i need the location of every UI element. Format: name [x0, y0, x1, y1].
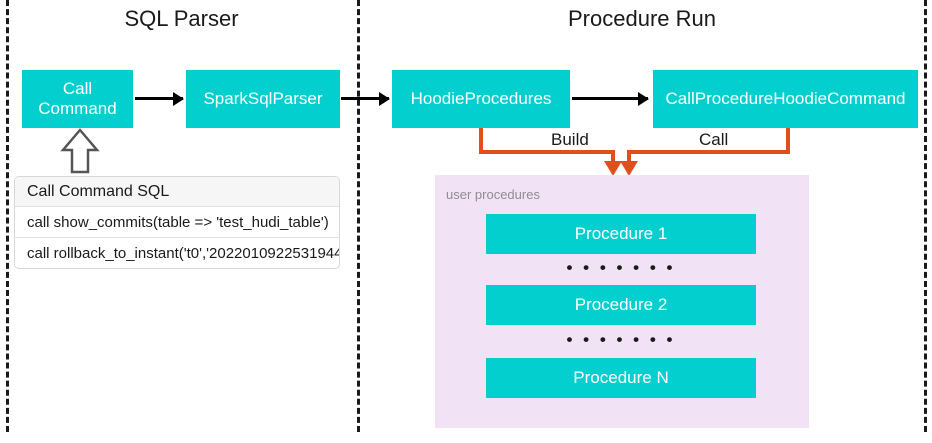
build-connector-horizontal: [479, 150, 615, 154]
arrow-hoodie-procedures-to-call-procedure-hoodie-command: [572, 97, 648, 100]
node-call-procedure-hoodie-command-label: CallProcedureHoodieCommand: [665, 89, 906, 109]
edge-label-call: Call: [693, 130, 735, 150]
up-arrow-icon: [60, 128, 100, 179]
procedure-box[interactable]: Procedure N: [486, 358, 756, 398]
arrow-spark-sql-parser-to-hoodie-procedures: [341, 97, 389, 100]
node-hoodie-procedures-label: HoodieProcedures: [410, 89, 552, 109]
procedure-box[interactable]: Procedure 1: [486, 214, 756, 254]
sql-table-row: call show_commits(table => 'test_hudi_ta…: [15, 207, 339, 238]
arrow-call-command-to-spark-sql-parser: [135, 97, 183, 100]
node-call-command-label-line2: Command: [38, 99, 117, 118]
call-arrowhead-icon: [620, 161, 638, 176]
sql-table-row: call rollback_to_instant('t0','202201092…: [27, 245, 340, 262]
procedure-box[interactable]: Procedure 2: [486, 285, 756, 325]
build-connector-vertical-down: [611, 150, 615, 164]
ellipsis-2: • • • • • • •: [566, 330, 676, 349]
build-connector-vertical-left: [479, 128, 483, 154]
user-procedures-panel-label: user procedures: [446, 187, 540, 202]
call-connector-vertical-right: [786, 128, 790, 154]
node-call-procedure-hoodie-command[interactable]: CallProcedureHoodieCommand: [653, 70, 918, 128]
divider-middle: [357, 0, 360, 432]
call-connector-horizontal: [627, 150, 790, 154]
call-connector-vertical-down: [627, 150, 631, 164]
node-call-command-label-line1: Call: [62, 79, 93, 99]
procedure-box-label: Procedure 2: [574, 295, 668, 315]
section-title-sql-parser: SQL Parser: [124, 6, 239, 31]
node-hoodie-procedures[interactable]: HoodieProcedures: [392, 70, 570, 128]
divider-right: [924, 0, 927, 432]
call-command-sql-table: Call Command SQL call show_commits(table…: [14, 176, 340, 269]
node-spark-sql-parser-label: SparkSqlParser: [203, 89, 323, 109]
node-spark-sql-parser[interactable]: SparkSqlParser: [186, 70, 340, 128]
section-title-procedure-run: Procedure Run: [568, 6, 716, 31]
procedure-box-label: Procedure N: [573, 368, 669, 388]
procedure-box-label: Procedure 1: [574, 224, 668, 244]
build-arrowhead-icon: [604, 161, 622, 176]
ellipsis-1: • • • • • • •: [566, 258, 676, 277]
sql-table-header: Call Command SQL: [15, 177, 339, 207]
divider-left: [6, 0, 9, 432]
node-call-command[interactable]: Call Command: [22, 70, 133, 128]
edge-label-build: Build: [545, 130, 595, 150]
